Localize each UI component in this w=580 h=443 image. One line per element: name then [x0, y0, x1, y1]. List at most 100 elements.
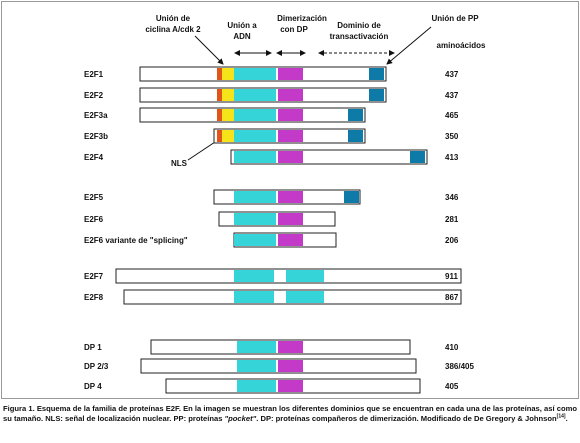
domain-cyan — [234, 270, 274, 282]
domain-cyan — [234, 191, 276, 203]
protein-row: DP 2/3 386/405 — [84, 358, 474, 374]
protein-length: 867 — [445, 293, 459, 302]
domain-cyan — [237, 360, 276, 372]
domain-orange — [217, 89, 222, 101]
caption-pocket: "pocket" — [224, 414, 257, 424]
domain-magenta — [278, 213, 303, 225]
header-amino-acids: aminoácidos — [437, 41, 486, 50]
domain-cyan — [234, 109, 276, 121]
protein-name: E2F5 — [84, 193, 104, 202]
domain-cyan — [234, 151, 276, 163]
domain-cyan — [286, 291, 324, 303]
header-transactivation-line1: Dominio de — [337, 21, 381, 30]
domain-blue — [348, 109, 363, 121]
domain-orange — [217, 109, 222, 121]
domain-blue — [369, 89, 384, 101]
protein-name: E2F2 — [84, 91, 104, 100]
protein-row: E2F6 variante de "splicing" 206 — [84, 232, 459, 248]
protein-name: DP 1 — [84, 343, 102, 352]
protein-row: E2F2 437 — [84, 87, 459, 103]
cyclin-binding-arrow — [194, 35, 224, 65]
header-transactivation-line2: transactivación — [330, 32, 389, 41]
domain-cyan — [234, 291, 274, 303]
domain-magenta — [278, 68, 303, 80]
caption-reference: [14] — [556, 413, 566, 420]
protein-row: DP 1 410 — [84, 339, 459, 355]
header-pp-binding: Unión de PP — [431, 14, 479, 23]
domain-cyan — [234, 213, 276, 225]
protein-name: E2F4 — [84, 153, 104, 162]
domain-magenta — [278, 130, 303, 142]
protein-length: 437 — [445, 70, 459, 79]
protein-name: E2F8 — [84, 293, 104, 302]
domain-yellow — [222, 130, 234, 142]
domain-yellow — [222, 89, 234, 101]
protein-length: 405 — [445, 382, 459, 391]
protein-length: 281 — [445, 215, 459, 224]
domain-cyan — [234, 234, 276, 246]
domain-yellow — [222, 68, 234, 80]
protein-length: 350 — [445, 132, 459, 141]
domain-magenta — [278, 109, 303, 121]
domain-blue — [348, 130, 363, 142]
protein-row: E2F8 867 — [84, 289, 462, 305]
protein-name: E2F6 variante de "splicing" — [84, 236, 188, 245]
e2f-domain-diagram: Unión de ciclina A/cdk 2 Unión a ADN Dim… — [84, 14, 486, 394]
domain-cyan — [234, 68, 276, 80]
domain-magenta — [278, 360, 303, 372]
domain-magenta — [278, 380, 303, 392]
protein-name: E2F3b — [84, 132, 108, 141]
domain-cyan — [286, 270, 324, 282]
domain-orange — [217, 68, 222, 80]
protein-length: 413 — [445, 153, 459, 162]
protein-row: E2F3a 465 — [84, 107, 459, 123]
protein-name: DP 4 — [84, 382, 102, 391]
protein-row: E2F4 413 — [84, 149, 459, 165]
protein-row: DP 4 405 — [84, 378, 459, 394]
domain-magenta — [278, 234, 303, 246]
header-cyclin-binding-line1: Unión de — [156, 14, 191, 23]
protein-row: E2F6 281 — [84, 211, 459, 227]
caption-text-end: . — [565, 414, 568, 424]
header-dp-dimerization-line2: con DP — [280, 25, 308, 34]
header-dp-dimerization-line1: Dimerización — [277, 14, 327, 23]
domain-blue — [344, 191, 359, 203]
protein-row: E2F3b 350 — [84, 128, 459, 144]
domain-magenta — [278, 151, 303, 163]
protein-length: 410 — [445, 343, 459, 352]
domain-blue — [369, 68, 384, 80]
protein-length: 437 — [445, 91, 459, 100]
domain-cyan — [234, 89, 276, 101]
domain-cyan — [234, 130, 276, 142]
protein-length: 346 — [445, 193, 459, 202]
caption-text: Figura 1. Esquema de la familia de prote… — [3, 404, 577, 424]
protein-name: DP 2/3 — [84, 362, 109, 371]
protein-row: E2F5 346 — [84, 189, 459, 205]
protein-length: 386/405 — [445, 362, 474, 371]
protein-length: 911 — [445, 272, 458, 281]
domain-blue — [410, 151, 425, 163]
domain-cyan — [237, 380, 276, 392]
figure-caption: Figura 1. Esquema de la familia de prote… — [3, 404, 577, 425]
protein-row: E2F7 911 — [84, 268, 462, 284]
header-dna-binding-line1: Unión a — [227, 21, 257, 30]
domain-orange — [217, 130, 222, 142]
protein-name: E2F1 — [84, 70, 104, 79]
protein-name: E2F3a — [84, 111, 108, 120]
caption-text-2: . DP: proteínas compañeros de dimerizaci… — [256, 414, 557, 424]
protein-row: E2F1 437 — [84, 66, 459, 82]
pp-binding-arrow — [386, 26, 432, 65]
protein-length: 206 — [445, 236, 459, 245]
domain-magenta — [278, 341, 303, 353]
protein-name: E2F7 — [84, 272, 104, 281]
protein-length: 465 — [445, 111, 459, 120]
protein-name: E2F6 — [84, 215, 104, 224]
domain-magenta — [278, 191, 303, 203]
figure-frame: Unión de ciclina A/cdk 2 Unión a ADN Dim… — [1, 1, 579, 399]
domain-cyan — [237, 341, 276, 353]
nls-label: NLS — [171, 159, 188, 168]
domain-yellow — [222, 109, 234, 121]
header-dna-binding-line2: ADN — [233, 32, 251, 41]
domain-magenta — [278, 89, 303, 101]
